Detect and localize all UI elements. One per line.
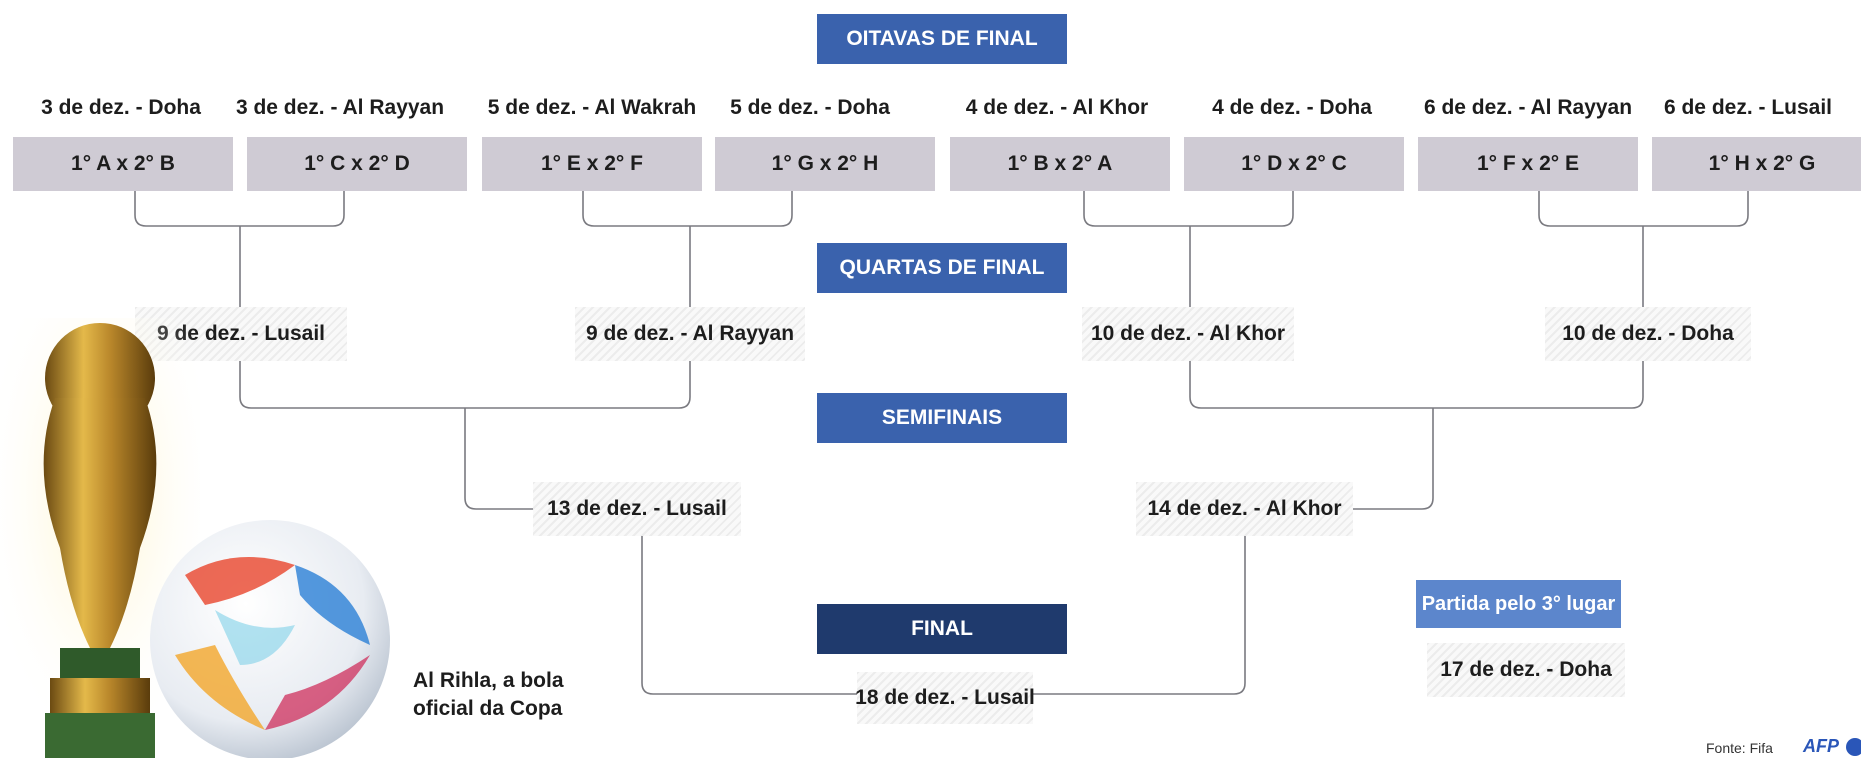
stage-label-final: FINAL (817, 604, 1067, 654)
semifinal-venue: 14 de dez. - Al Khor (1136, 482, 1353, 536)
stage-label-semifinals: SEMIFINAIS (817, 393, 1067, 443)
ball-caption-line2: oficial da Copa (413, 697, 563, 720)
round16-match-box: 1° C x 2° D (247, 137, 467, 191)
round16-match-box: 1° E x 2° F (482, 137, 702, 191)
round16-date-venue: 3 de dez. - Doha (41, 96, 201, 119)
round16-date-venue: 5 de dez. - Doha (730, 96, 890, 119)
stage-label-round-of-16: OITAVAS DE FINAL (817, 14, 1067, 64)
third-place-label: Partida pelo 3° lugar (1416, 580, 1621, 628)
round16-match-box: 1° A x 2° B (13, 137, 233, 191)
round16-date-venue: 5 de dez. - Al Wakrah (487, 96, 697, 119)
stage-label-quarterfinals: QUARTAS DE FINAL (817, 243, 1067, 293)
afp-logo-icon (1846, 738, 1861, 756)
quarterfinal-venue: 10 de dez. - Doha (1545, 307, 1751, 361)
round16-match-box: 1° H x 2° G (1652, 137, 1861, 191)
round16-date-venue: 6 de dez. - Lusail (1663, 96, 1833, 119)
round16-match-box: 1° B x 2° A (950, 137, 1170, 191)
afp-logo-text: AFP (1803, 736, 1839, 756)
al-rihla-ball-image (150, 520, 390, 758)
third-place-venue: 17 de dez. - Doha (1427, 643, 1625, 697)
final-venue: 18 de dez. - Lusail (855, 672, 1035, 724)
ball-caption-line1: Al Rihla, a bola (413, 669, 564, 692)
round16-date-venue: 6 de dez. - Al Rayyan (1423, 96, 1633, 119)
round16-date-venue: 4 de dez. - Al Khor (965, 96, 1149, 119)
round16-match-box: 1° G x 2° H (715, 137, 935, 191)
round16-date-venue: 3 de dez. - Al Rayyan (235, 96, 445, 119)
quarterfinal-venue: 9 de dez. - Al Rayyan (575, 307, 805, 361)
source-text: Fonte: Fifa (1706, 740, 1773, 756)
round16-match-box: 1° D x 2° C (1184, 137, 1404, 191)
ball-caption: Al Rihla, a bola oficial da Copa (413, 667, 564, 723)
round16-date-venue: 4 de dez. - Doha (1212, 96, 1372, 119)
semifinal-venue: 13 de dez. - Lusail (533, 482, 741, 536)
quarterfinal-venue: 10 de dez. - Al Khor (1082, 307, 1294, 361)
round16-match-box: 1° F x 2° E (1418, 137, 1638, 191)
